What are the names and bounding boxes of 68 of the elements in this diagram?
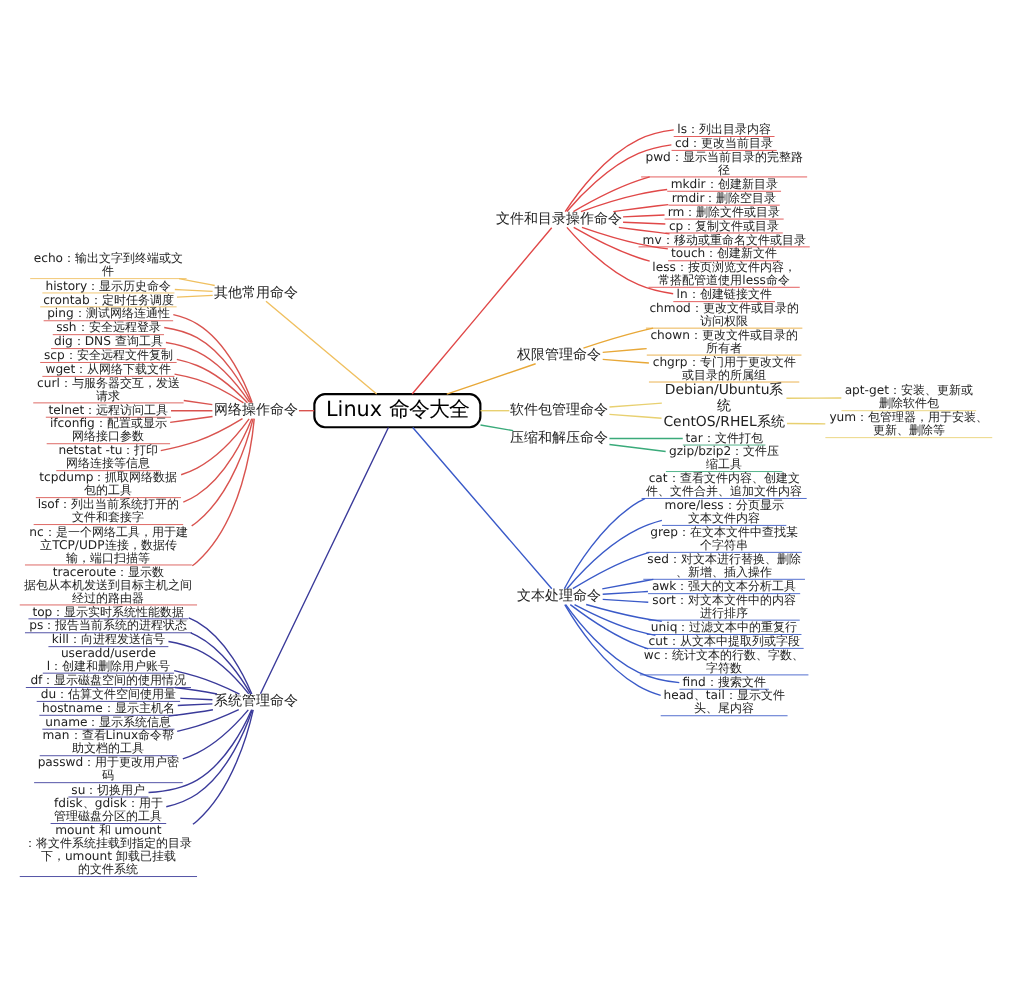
connector [479, 410, 511, 412]
connector [569, 603, 649, 650]
connector [173, 669, 241, 695]
connector [566, 226, 674, 295]
connector [160, 417, 244, 452]
connector [177, 703, 214, 707]
connector [190, 417, 254, 527]
connector [572, 551, 651, 590]
connector [608, 443, 667, 453]
connector [572, 176, 651, 213]
connector [190, 632, 252, 695]
connector [172, 313, 253, 404]
connector [786, 422, 826, 425]
connector [573, 226, 651, 262]
connector [563, 497, 646, 590]
connector [192, 709, 254, 825]
connector [165, 709, 254, 808]
connector [183, 399, 213, 406]
connector [581, 226, 669, 250]
connector [566, 144, 673, 213]
connector [147, 709, 253, 794]
connector [566, 519, 663, 590]
connector [582, 327, 654, 349]
connector [479, 424, 514, 432]
connector [179, 697, 214, 701]
connector [173, 373, 245, 404]
connector [608, 413, 663, 419]
connector [163, 326, 252, 404]
connector [411, 227, 553, 395]
connector [412, 426, 553, 590]
connector [165, 341, 251, 404]
connector [188, 617, 253, 695]
connector [565, 603, 680, 684]
connector [259, 426, 390, 695]
connector [174, 288, 214, 293]
connector [180, 418, 250, 476]
connector [564, 129, 675, 213]
connector [167, 709, 214, 717]
connector [176, 358, 249, 404]
connector [618, 226, 671, 235]
node-box: Linux 命令大全 [313, 393, 482, 429]
connector [608, 402, 663, 408]
connector [602, 358, 650, 364]
connector [585, 603, 663, 623]
connector [265, 300, 378, 395]
connector [176, 709, 240, 733]
connector [182, 418, 253, 503]
connector [174, 686, 218, 695]
connector [573, 603, 657, 637]
connector [601, 578, 654, 590]
connector [602, 590, 649, 595]
connector [169, 415, 214, 424]
connector [580, 188, 668, 213]
connector [564, 604, 662, 697]
connector [170, 410, 214, 412]
connector [191, 418, 255, 567]
connector [602, 598, 649, 603]
connector [612, 203, 669, 213]
connector [182, 709, 249, 760]
connector [167, 640, 250, 695]
connector [176, 294, 214, 298]
connector [178, 277, 216, 287]
connector [785, 397, 843, 399]
connector [622, 221, 667, 225]
connector [602, 347, 648, 354]
connector [622, 214, 666, 218]
connector [608, 437, 684, 440]
connector [446, 363, 537, 395]
